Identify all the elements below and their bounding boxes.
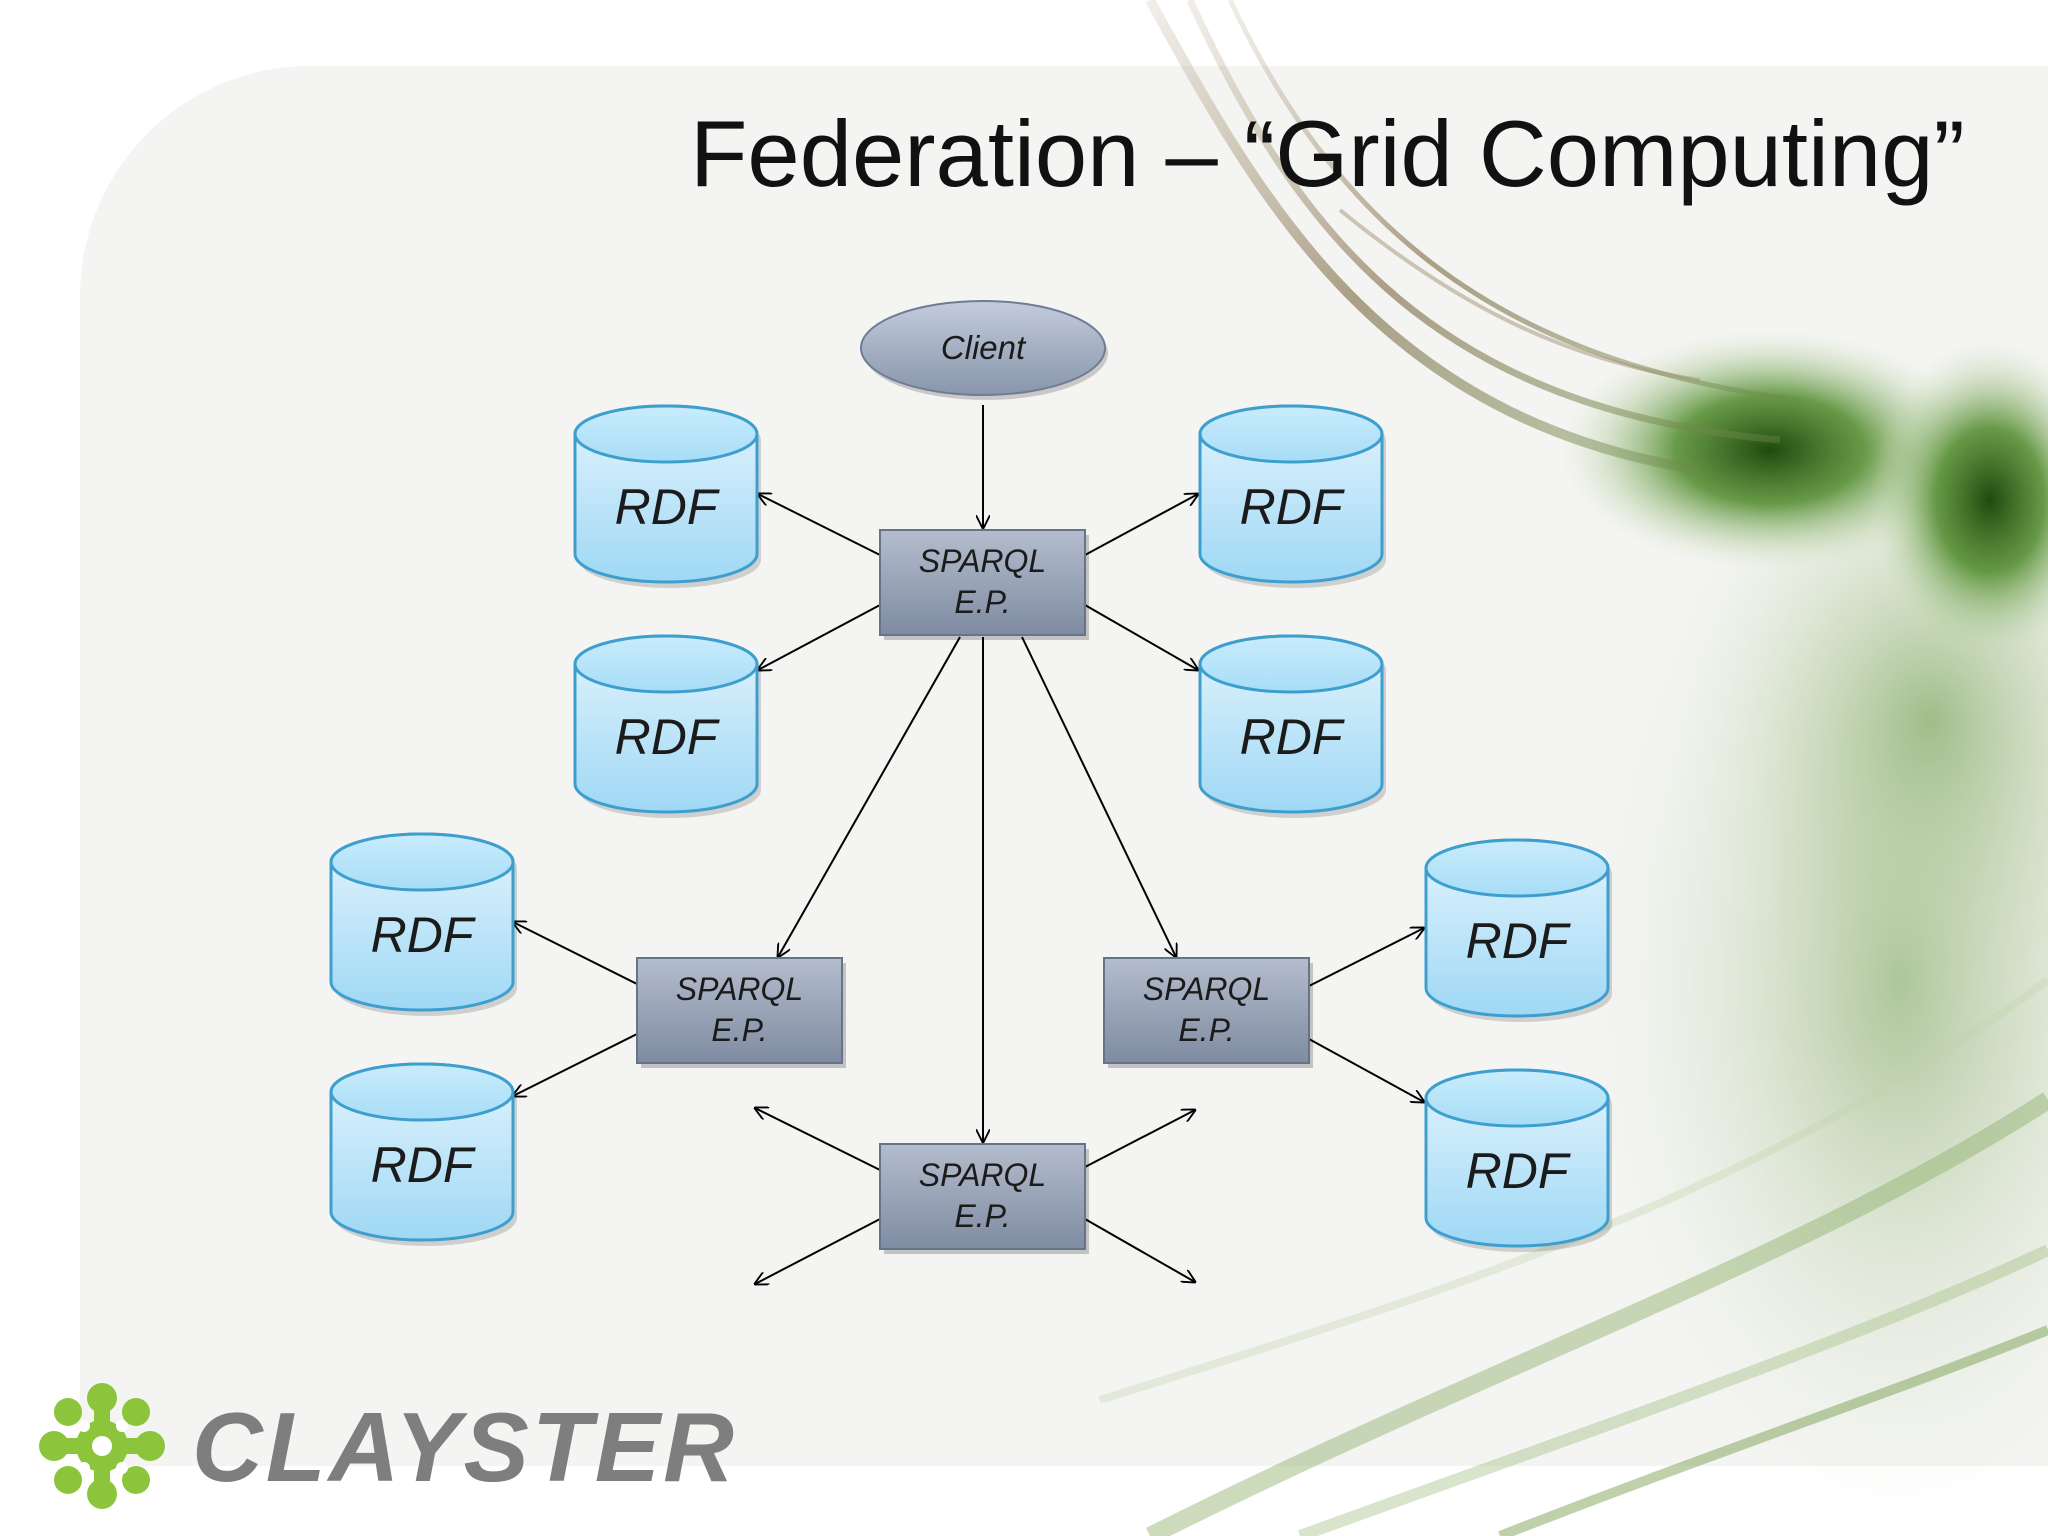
rdf-label: RDF — [1240, 709, 1345, 765]
rdf-label: RDF — [1240, 479, 1345, 535]
arrow-ep-bottom-to-open-12 — [755, 1108, 881, 1171]
rdf-label: RDF — [615, 709, 720, 765]
sparql-endpoint-ep-left: SPARQL E.P. — [636, 957, 846, 1068]
sparql-endpoint-ep-right: SPARQL E.P. — [1103, 957, 1313, 1068]
rdf-store-cylinder-5: RDF — [329, 832, 517, 1016]
arrow-ep-right-to-rdf-8-11 — [1308, 1038, 1424, 1102]
endpoint-label-line2: E.P. — [954, 584, 1010, 620]
arrow-ep-bottom-to-open-14 — [755, 1218, 881, 1284]
arrow-ep-top-to-ep-bottom-6 — [1021, 636, 1176, 957]
rdf-label: RDF — [371, 907, 476, 963]
arrow-ep-top-to-rdf-3-3 — [758, 604, 881, 670]
client-node: Client — [860, 300, 1108, 400]
rdf-store-cylinder-6: RDF — [1424, 838, 1612, 1022]
endpoint-label-line1: SPARQL — [676, 971, 803, 1007]
rdf-store-cylinder-7: RDF — [329, 1062, 517, 1246]
endpoint-label-line2: E.P. — [1178, 1012, 1234, 1048]
endpoint-label-line1: SPARQL — [1143, 971, 1270, 1007]
endpoint-label-line1: SPARQL — [919, 543, 1046, 579]
arrow-ep-bottom-to-open-15 — [1084, 1218, 1195, 1282]
slide-title: Federation – “Grid Computing” — [690, 101, 1965, 206]
rdf-store-cylinder-4: RDF — [1198, 634, 1386, 818]
clayster-logo-icon — [39, 1383, 165, 1509]
client-label: Client — [941, 329, 1027, 366]
clayster-logo-wordmark: CLAYSTER — [192, 1392, 737, 1502]
arrow-ep-right-to-rdf-7-10 — [1308, 928, 1424, 987]
arrow-ep-top-to-ep-left-5 — [778, 636, 961, 957]
arrow-ep-top-to-rdf-2-2 — [1084, 494, 1198, 556]
rdf-label: RDF — [371, 1137, 476, 1193]
arrow-ep-bottom-to-open-13 — [1084, 1110, 1195, 1168]
endpoint-label-line2: E.P. — [954, 1198, 1010, 1234]
rdf-label: RDF — [1466, 913, 1571, 969]
rdf-label: RDF — [1466, 1143, 1571, 1199]
arrow-ep-top-to-rdf-4-4 — [1084, 604, 1198, 670]
rdf-store-cylinder-8: RDF — [1424, 1068, 1612, 1252]
rdf-label: RDF — [615, 479, 720, 535]
arrow-ep-left-to-rdf-6-9 — [513, 1033, 638, 1096]
rdf-store-cylinder-2: RDF — [1198, 404, 1386, 588]
endpoint-label-line1: SPARQL — [919, 1157, 1046, 1193]
arrow-ep-left-to-rdf-5-8 — [513, 922, 638, 985]
sparql-endpoint-ep-top: SPARQL E.P. — [879, 529, 1089, 640]
endpoint-label-line2: E.P. — [711, 1012, 767, 1048]
arrow-ep-top-to-rdf-1-1 — [758, 494, 881, 556]
rdf-store-cylinder-1: RDF — [573, 404, 761, 588]
rdf-store-cylinder-3: RDF — [573, 634, 761, 818]
sparql-endpoint-ep-bottom: SPARQL E.P. — [879, 1143, 1089, 1254]
